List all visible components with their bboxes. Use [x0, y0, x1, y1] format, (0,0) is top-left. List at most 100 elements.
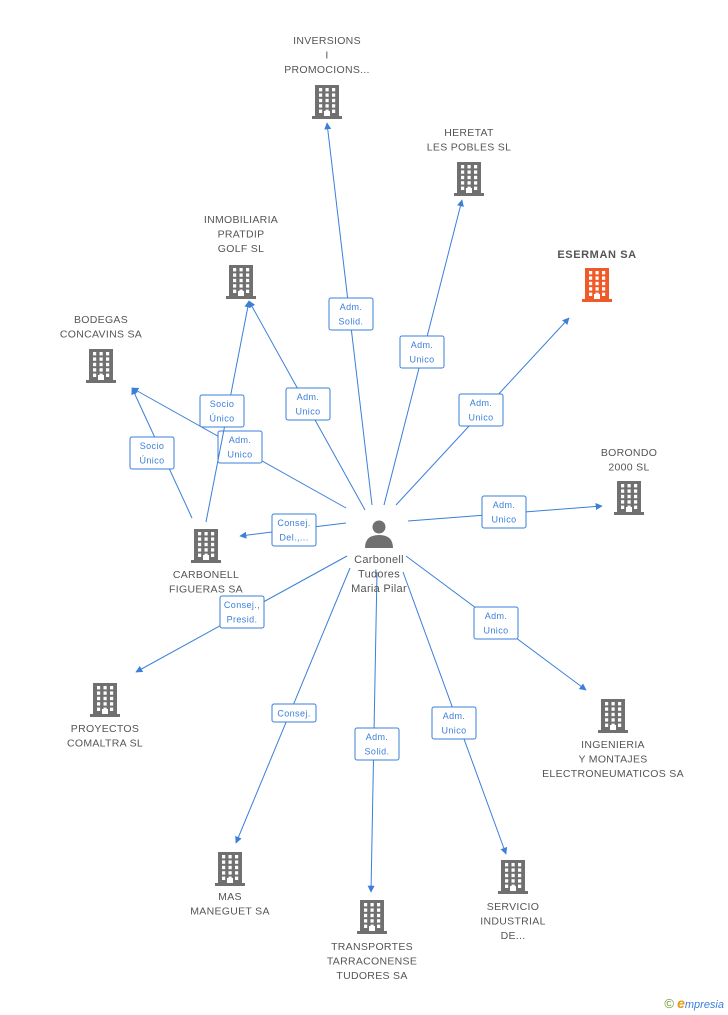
edge-label-line: Unico	[227, 450, 252, 460]
node-ingenieria[interactable]: INGENIERIA Y MONTAJES ELECTRONEUMATICOS SA	[542, 699, 684, 780]
edge-label-line: Solid.	[365, 747, 390, 757]
edge-label-line: Adm.	[340, 302, 363, 312]
edge-label-line: Adm.	[493, 500, 516, 510]
edge-label-line: Socio	[140, 441, 165, 451]
edge-label[interactable]: Adm. Unico	[285, 387, 331, 421]
edge-label-line: Unico	[295, 407, 320, 417]
edge-label[interactable]: Adm. Unico	[473, 606, 519, 640]
node-heretat[interactable]: HERETAT LES POBLES SL	[427, 127, 511, 196]
node-label-line: INGENIERIA	[581, 739, 645, 751]
person-icon	[365, 520, 393, 548]
edge-label-line: Consej.,	[224, 600, 260, 610]
node-label-line: TUDORES SA	[336, 970, 407, 982]
edge-label-line: Adm.	[297, 392, 320, 402]
node-label-line: LES POBLES SL	[427, 142, 511, 154]
edge-label-line: Unico	[409, 355, 434, 365]
building-icon	[191, 529, 221, 563]
edge-label[interactable]: Consej. Del.,...	[271, 513, 317, 547]
edge-label[interactable]: Adm.Unico	[458, 393, 504, 427]
edge-carbonell-to-transportes: Adm. Solid.	[354, 571, 400, 893]
edge-label-line: Solid.	[339, 317, 364, 327]
node-label-line: PROMOCIONS...	[284, 64, 370, 76]
node-label-line: BODEGAS	[74, 314, 128, 326]
node-label-line: INDUSTRIAL	[480, 916, 545, 928]
brand-initial: e	[677, 995, 685, 1011]
node-label-line: Tudores	[358, 569, 400, 581]
edge-carbonell-to-inversions: Adm. Solid.	[324, 122, 374, 506]
edge-label[interactable]: Adm. Unico	[431, 706, 477, 740]
building-icon	[86, 349, 116, 383]
edge-carbonell-to-heretat: Adm. Unico	[383, 199, 464, 506]
node-label-line: BORONDO	[601, 447, 657, 459]
node-label-line: CONCAVINS SA	[60, 329, 142, 341]
edge-carbonell-to-eserman: Adm. Unico	[395, 317, 570, 506]
edge-carbonell-to-borondo: Adm. Unico	[407, 495, 603, 529]
node-proyectos[interactable]: PROYECTOS COMALTRA SL	[67, 683, 143, 750]
edge-label-line: Del.,...	[279, 533, 308, 543]
node-label-line: CARBONELL	[173, 569, 239, 581]
building-icon	[598, 699, 628, 733]
edge-carbonell-to-carbonell-figueras: Consej. Del.,...	[239, 513, 347, 547]
node-label-line: Y MONTAJES	[578, 754, 647, 766]
edge-label[interactable]: Consej.,Presid.	[219, 595, 265, 629]
edge-label-line: Adm.	[229, 435, 252, 445]
edge-label-line: Unico	[483, 626, 508, 636]
edge-label-line: Adm.	[366, 732, 389, 742]
edge-carbonell-to-proyectos: Consej.,Presid.	[135, 555, 348, 673]
edge-label[interactable]: Adm. Unico	[481, 495, 527, 529]
edges-layer: Adm.Solid.Adm.UnicoAdm.UnicoAdm.UnicoAdm…	[129, 122, 603, 893]
node-label-line: FIGUERAS SA	[169, 584, 243, 596]
edge-label[interactable]: Adm. Solid.	[328, 297, 374, 331]
node-servicio[interactable]: SERVICIOINDUSTRIALDE...	[480, 860, 545, 942]
node-label-line: Maria Pilar	[351, 583, 407, 595]
edge-label-line: Consej.	[277, 518, 310, 528]
building-icon	[215, 852, 245, 886]
node-label-line: INMOBILIARIA	[204, 214, 278, 226]
node-label-line: DE...	[501, 930, 526, 942]
edge-label[interactable]: Adm. Unico	[399, 335, 445, 369]
node-eserman[interactable]: ESERMAN SA	[557, 249, 636, 302]
edge-carbonell-to-servicio: Adm. Unico	[402, 571, 508, 855]
building-icon	[498, 860, 528, 894]
building-icon	[614, 481, 644, 515]
edge-label-line: Unico	[491, 515, 516, 525]
node-label-line: PROYECTOS	[71, 723, 139, 735]
building-icon	[357, 900, 387, 934]
node-label-line: ELECTRONEUMATICOS SA	[542, 768, 684, 780]
node-carbonell-figueras[interactable]: CARBONELL FIGUERAS SA	[169, 529, 243, 596]
node-label-line: ESERMAN SA	[557, 249, 636, 261]
edge-carbonell-to-inmobiliaria: Adm. Unico	[248, 300, 366, 511]
edge-label-line: Adm.	[443, 711, 466, 721]
node-inversions[interactable]: INVERSIONSIPROMOCIONS...	[284, 35, 370, 119]
edge-carbonell-to-bodegas: Adm. Unico	[131, 387, 347, 509]
building-icon	[226, 265, 256, 299]
edge-label-line: Adm.	[411, 340, 434, 350]
building-icon	[312, 85, 342, 119]
node-bodegas[interactable]: BODEGAS CONCAVINS SA	[60, 314, 142, 383]
node-label-line: MANEGUET SA	[190, 906, 270, 918]
edge-label[interactable]: Consej.	[271, 703, 317, 723]
edge-label[interactable]: Adm. Unico	[217, 430, 263, 464]
edge-label-line: Unico	[441, 726, 466, 736]
node-label-line: HERETAT	[444, 127, 494, 139]
brand-name: mpresia	[684, 999, 724, 1011]
edge-label-line: Adm.	[470, 398, 493, 408]
node-label-line: COMALTRA SL	[67, 738, 143, 750]
edge-label-line: Consej.	[277, 709, 310, 719]
edge-label-line: Adm.	[485, 611, 508, 621]
edge-label[interactable]: Adm. Solid.	[354, 727, 400, 761]
node-label-line: PRATDIP	[218, 229, 265, 241]
node-label-line: Carbonell	[354, 554, 404, 566]
node-label-line: TARRACONENSE	[327, 956, 417, 968]
